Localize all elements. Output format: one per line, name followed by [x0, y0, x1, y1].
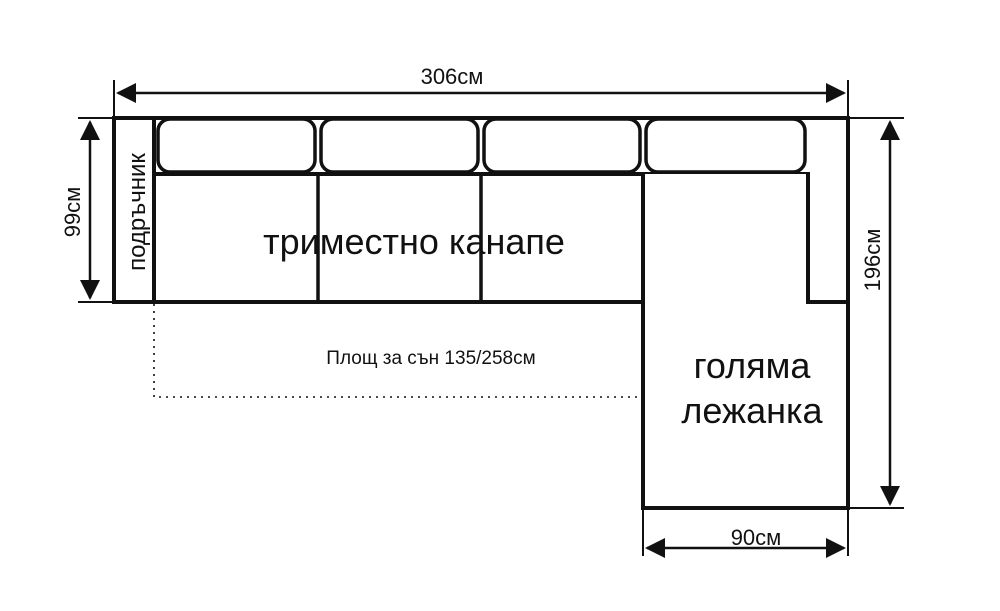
chaise-label-line1: голяма — [694, 345, 812, 386]
armrest-outline — [112, 116, 156, 304]
chaise-outline — [641, 174, 850, 510]
back-cushion-2 — [319, 117, 480, 174]
chaise-longue: голяма лежанка — [641, 174, 850, 510]
sofa-body: триместно канапе — [152, 116, 850, 304]
chaise-label-line2: лежанка — [681, 390, 823, 431]
sleep-area: Площ за сън 135/258см — [153, 304, 643, 398]
dimension-depth-left: 99см — [60, 117, 118, 303]
armrest-label: подръчник — [124, 153, 151, 271]
label-chaise-width: 90см — [731, 525, 782, 550]
armrest: подръчник — [112, 116, 156, 304]
back-cushion-4 — [644, 117, 807, 174]
back-cushion-3 — [482, 117, 642, 174]
label-depth-left: 99см — [60, 187, 85, 238]
back-cushion-1 — [156, 117, 317, 174]
dimension-depth-right: 196см — [848, 117, 904, 509]
sofa-label: триместно канапе — [263, 221, 565, 262]
sleep-area-outline — [153, 304, 643, 398]
sleep-area-label: Площ за сън 135/258см — [326, 348, 535, 369]
label-total-width: 306см — [421, 64, 484, 89]
dimension-chaise-width: 90см — [642, 505, 849, 558]
dimension-total-width: 306см — [113, 64, 849, 122]
label-depth-right: 196см — [860, 229, 885, 292]
